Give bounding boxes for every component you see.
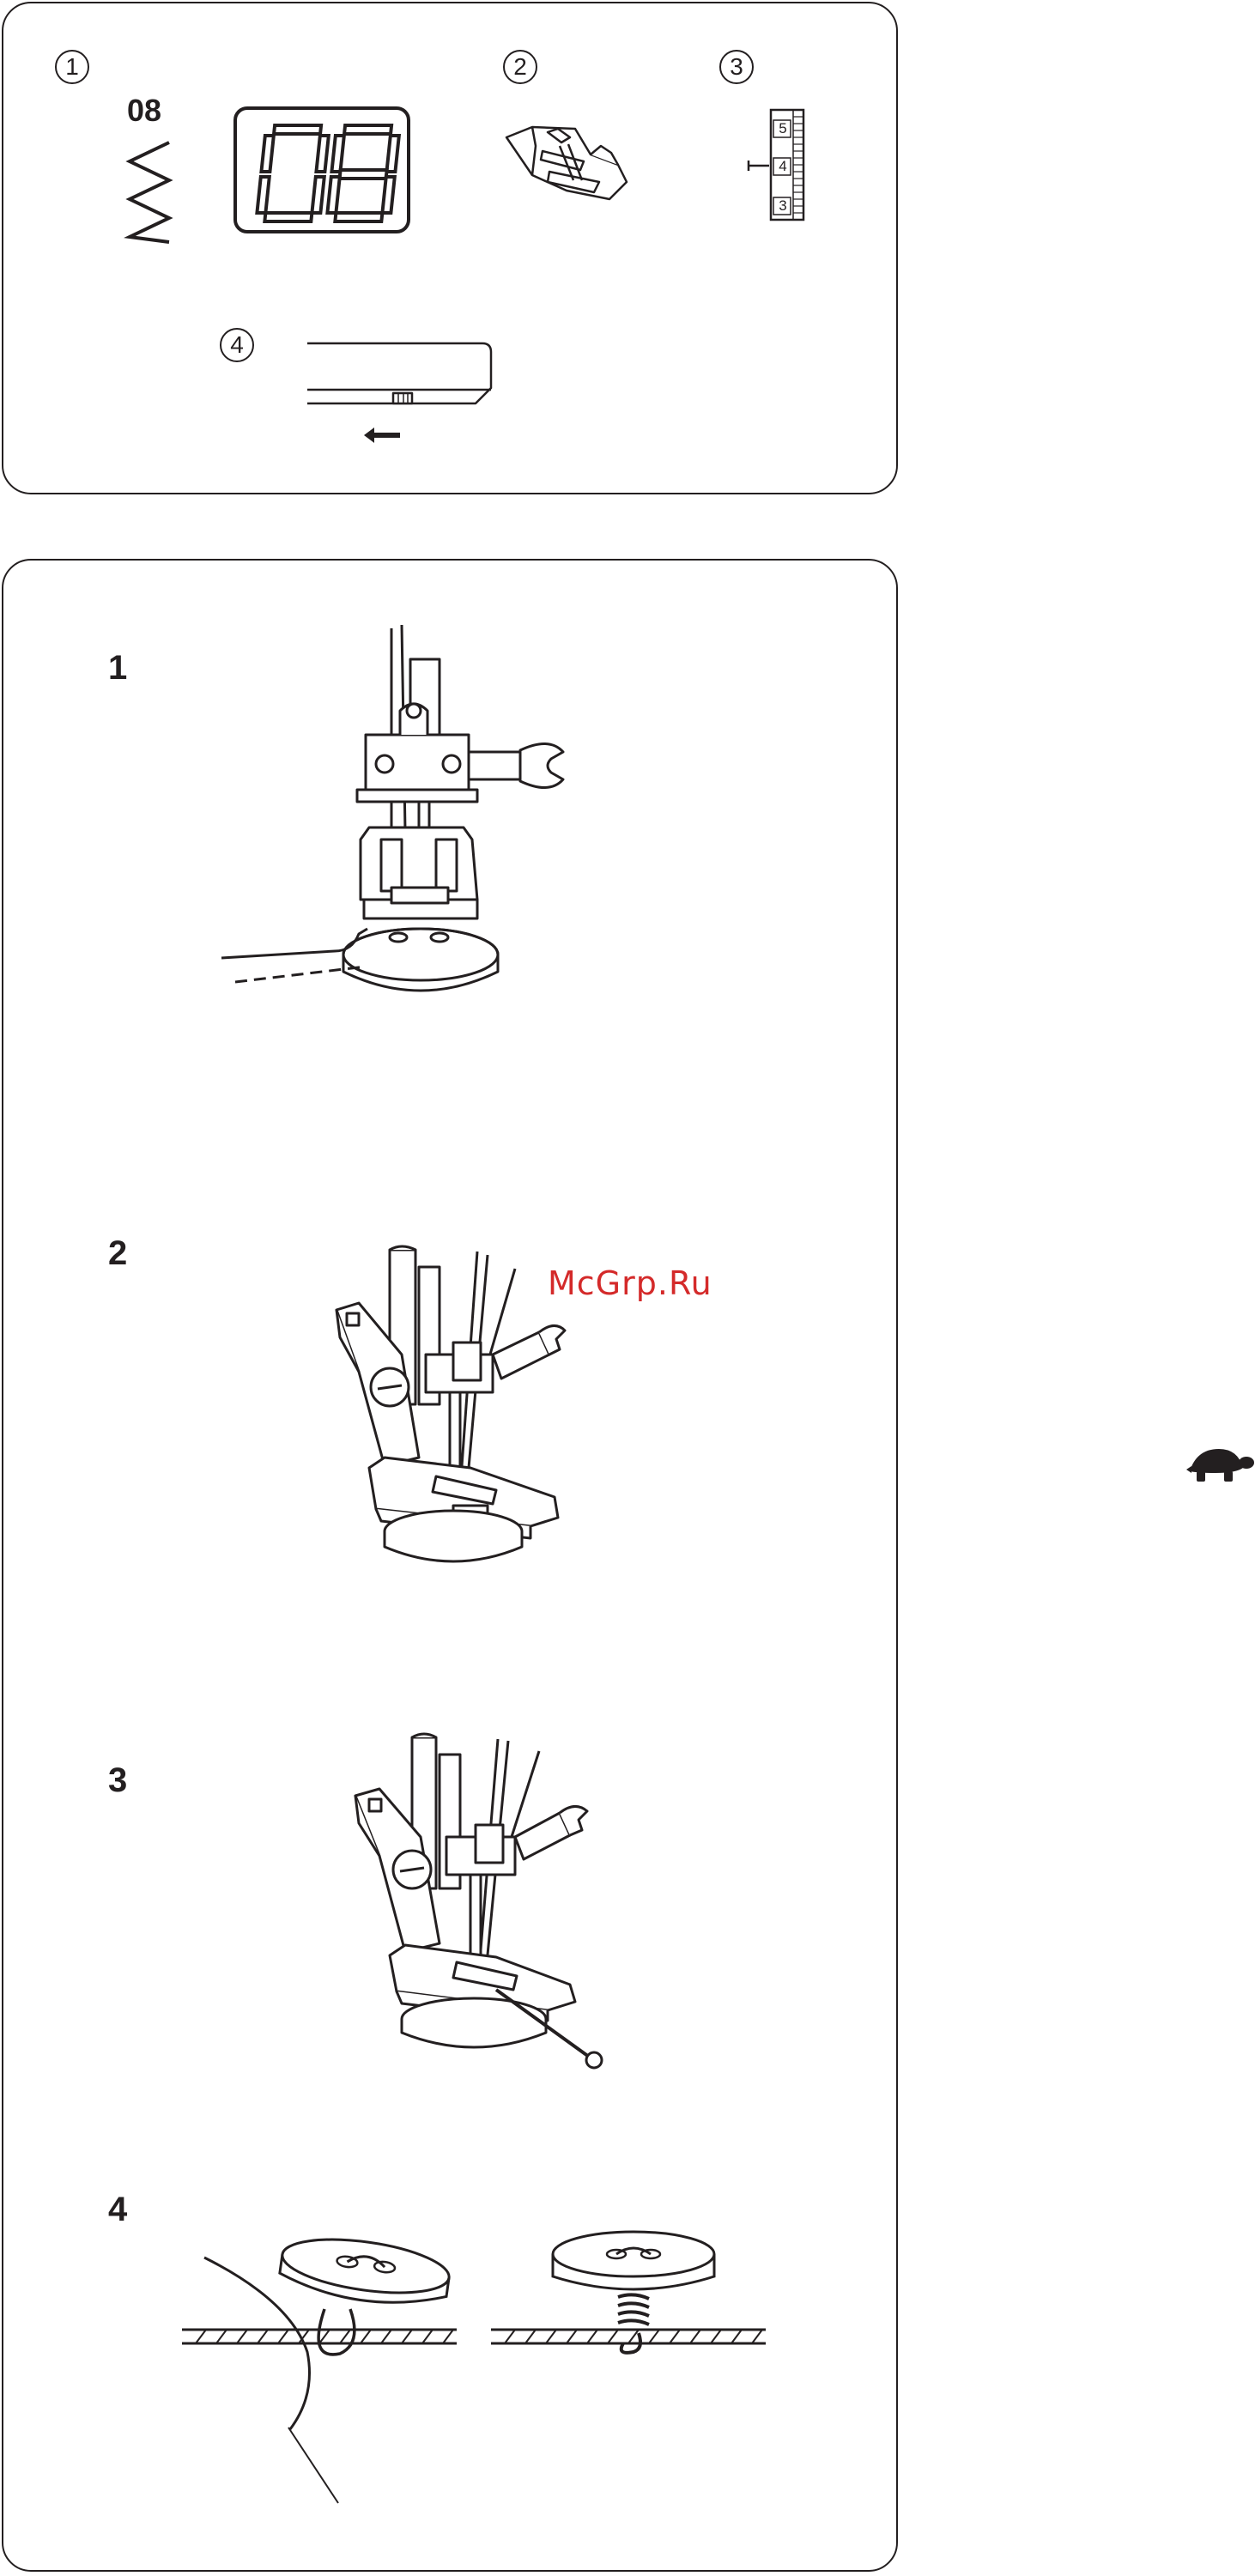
- zigzag-stitch-icon: [124, 139, 176, 245]
- lcd-display: [233, 106, 410, 233]
- step-2-illustration: [324, 1243, 582, 1569]
- step-4-illustration-left: [179, 2223, 470, 2506]
- marker-1: 1: [55, 50, 89, 84]
- marker-4: 4: [220, 328, 254, 362]
- feed-dog-lever-icon: [304, 336, 498, 452]
- step-number-1: 1: [108, 649, 127, 688]
- presser-foot-icon: [498, 120, 635, 206]
- step-1-illustration: [215, 625, 609, 1003]
- step-number-3: 3: [108, 1761, 127, 1800]
- tension-value-top: 5: [775, 120, 791, 137]
- step-3-illustration: [345, 1730, 611, 2079]
- step-4-illustration-right: [488, 2223, 771, 2352]
- tension-pointer-icon: [747, 160, 771, 172]
- tension-value-middle: 4: [775, 158, 791, 175]
- seven-segment-digits: [237, 110, 407, 230]
- marker-3: 3: [719, 50, 754, 84]
- step-number-2: 2: [108, 1234, 127, 1273]
- marker-2: 2: [503, 50, 537, 84]
- step-number-4: 4: [108, 2191, 127, 2229]
- turtle-slow-speed-icon: [1185, 1446, 1255, 1485]
- pattern-code: 08: [127, 93, 161, 129]
- tension-value-bottom: 3: [775, 197, 791, 215]
- thread-tension-dial-icon: 5 4 3: [769, 108, 807, 223]
